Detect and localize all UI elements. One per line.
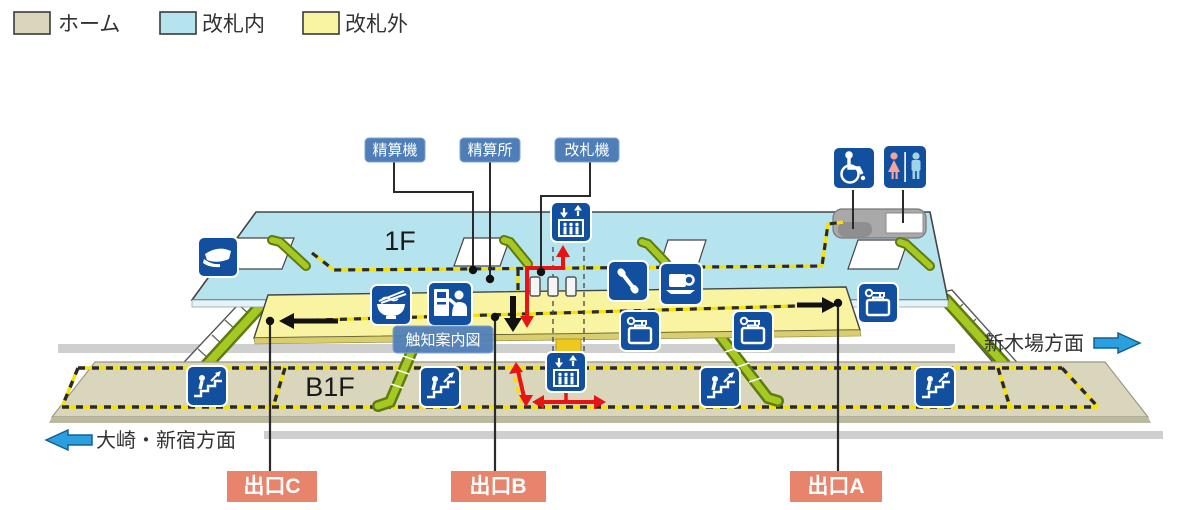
direction-east-text: 新木場方面 — [984, 332, 1084, 355]
cafe-icon — [659, 262, 703, 306]
exit-b-arrow-icon — [504, 296, 522, 332]
coin-locker-icon — [856, 281, 900, 325]
exit-a-arrow-icon — [797, 297, 837, 313]
route-red-1f — [520, 245, 570, 328]
exit-lines — [268, 304, 840, 471]
direction-west-text: 大崎・新宿方面 — [96, 429, 236, 452]
callout-fare-machine: 精算機 — [364, 137, 426, 163]
exit-b-text: 出口B — [469, 475, 526, 498]
legend: ホーム 改札内 改札外 — [13, 11, 408, 36]
elevator-b1f-icon — [544, 350, 588, 394]
callout-tactile-map-label: 触知案内図 — [405, 331, 480, 349]
legend-label-outside-gates: 改札外 — [345, 13, 408, 36]
route-red-b1f — [509, 362, 606, 409]
escalator-mid-left — [372, 338, 421, 412]
coin-locker-icon — [618, 309, 662, 353]
tactile-path-concourse — [283, 304, 797, 323]
wheelchair-icon — [832, 146, 876, 190]
station-office-icon — [197, 236, 239, 278]
legend-label-platform: ホーム — [58, 13, 120, 36]
elevator-1f-icon — [549, 200, 593, 244]
exit-c-arrow-icon — [279, 313, 338, 329]
legend-swatch-platform — [13, 11, 51, 35]
callout-ticket-gate-label: 改札機 — [564, 142, 609, 159]
escalator-mid-right — [714, 330, 784, 407]
legend-swatch-outside-gates — [302, 11, 340, 35]
coin-locker-icon — [731, 309, 775, 353]
escalator-icon — [418, 365, 462, 409]
escalator-icon — [913, 365, 957, 409]
west-arrow-icon — [44, 428, 93, 452]
floor-b1f-label: B1F — [305, 372, 355, 402]
stair-openings-1f — [219, 235, 935, 271]
platform-b1f-edge — [49, 417, 1151, 423]
exit-a-label: 出口A — [790, 471, 882, 502]
track-lower — [264, 431, 1163, 439]
track-upper — [58, 344, 955, 353]
callout-fare-office: 精算所 — [459, 137, 521, 163]
callout-ticket-gate: 改札機 — [554, 137, 620, 163]
public-phone-icon — [607, 260, 649, 302]
restroom-icon — [882, 144, 928, 190]
exit-c-text: 出口C — [243, 475, 300, 498]
exit-a-text: 出口A — [807, 475, 864, 498]
legend-label-inside-gates: 改札内 — [202, 13, 265, 36]
callout-fare-machine-label: 精算機 — [372, 141, 417, 159]
exit-c-label: 出口C — [227, 471, 317, 502]
legend-swatch-inside-gates — [159, 11, 197, 35]
exit-b-label: 出口B — [451, 471, 546, 502]
escalator-icon — [698, 365, 742, 409]
ticket-vending-icon — [427, 281, 473, 327]
ticket-gates — [529, 276, 577, 297]
restroom-area — [832, 208, 927, 239]
escalator-icon — [185, 364, 229, 408]
callout-lines — [393, 162, 904, 277]
east-arrow-icon — [1093, 331, 1142, 355]
restaurant-icon — [370, 284, 412, 326]
direction-west: 大崎・新宿方面 — [44, 428, 236, 452]
direction-east: 新木場方面 — [984, 331, 1142, 355]
floor-1f-label: 1F — [384, 226, 416, 256]
callout-tactile-map: 触知案内図 — [392, 325, 494, 354]
location-dots — [265, 265, 843, 326]
callout-fare-office-label: 精算所 — [467, 141, 512, 159]
elevator-shaft — [555, 338, 582, 354]
